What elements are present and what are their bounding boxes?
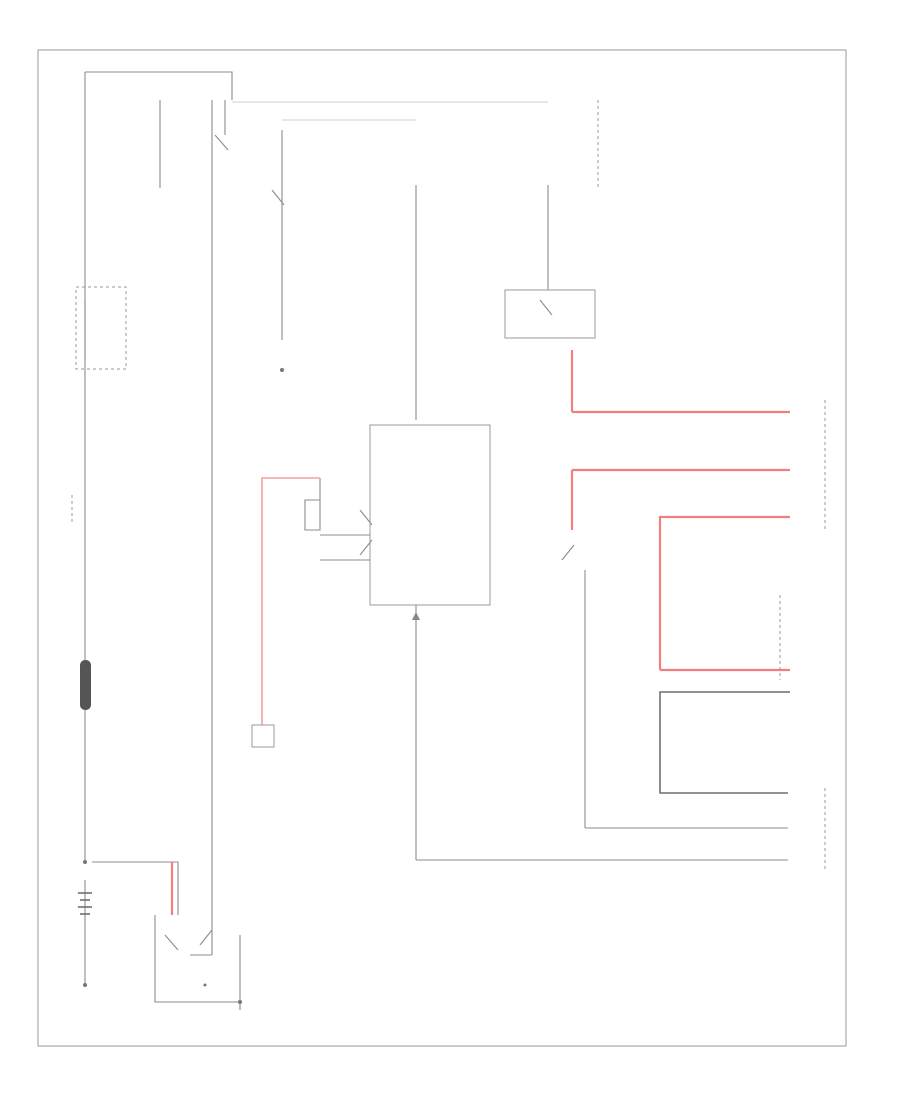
ecm-box bbox=[369, 424, 788, 861]
battery-icon bbox=[78, 860, 92, 987]
ignition-feed bbox=[159, 100, 548, 920]
right-top-feed bbox=[504, 100, 599, 339]
right-ground-bus bbox=[659, 691, 790, 794]
starter-relay-feed bbox=[271, 130, 285, 372]
starter-switch bbox=[92, 861, 242, 1010]
diagram-frame bbox=[37, 49, 847, 1047]
right-red-wires bbox=[570, 350, 790, 672]
right-switch bbox=[561, 544, 788, 829]
engine-fuse-block bbox=[75, 286, 127, 370]
fusible-link-icon bbox=[80, 660, 91, 710]
ecm-relay bbox=[304, 478, 373, 561]
starter-sensor-wire bbox=[251, 477, 320, 748]
right-connectors bbox=[779, 400, 826, 870]
main-left-wire bbox=[84, 71, 233, 985]
